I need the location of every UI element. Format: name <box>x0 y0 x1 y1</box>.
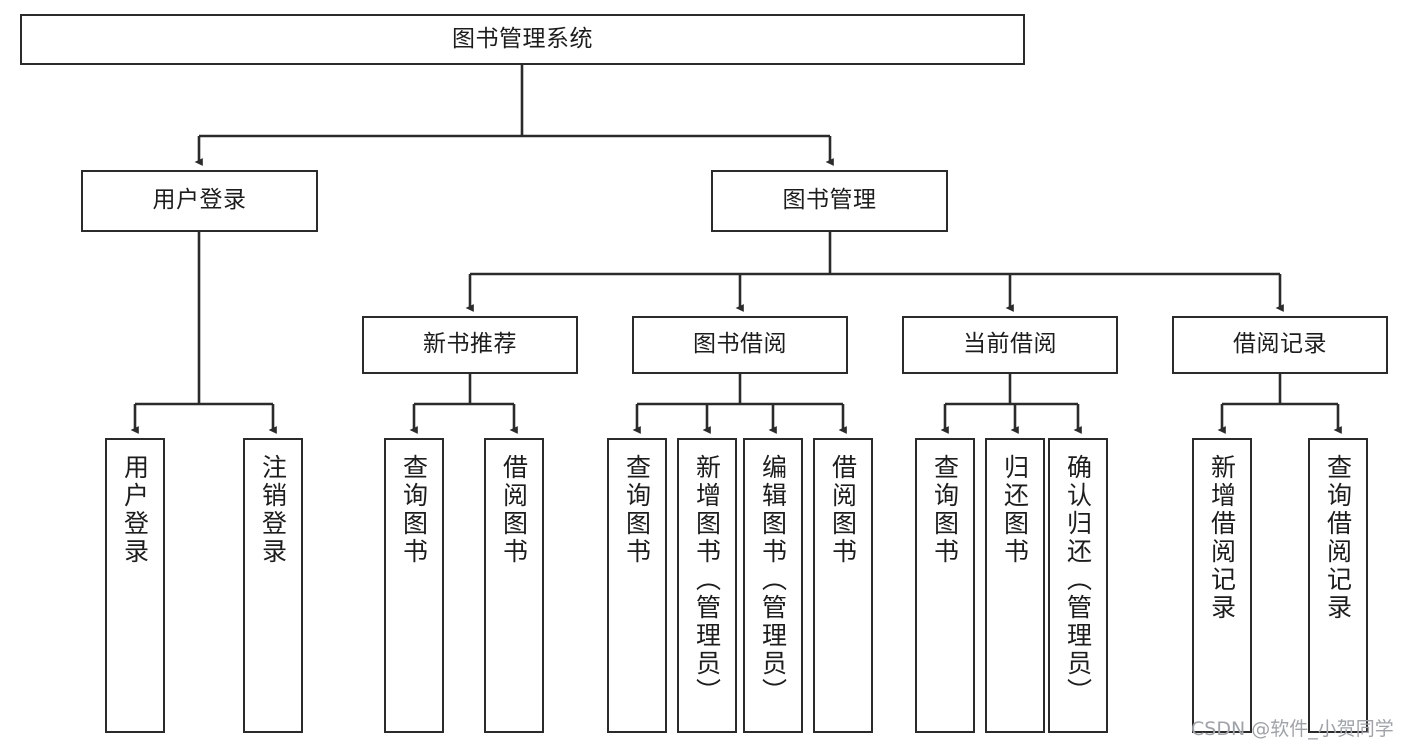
leaf-user-login-signin[interactable]: 用户登录 <box>105 438 165 733</box>
node-label: 查询图书 <box>622 454 652 566</box>
leaf-book-borrow-edit[interactable]: 编辑图书（管理员） <box>743 438 803 733</box>
leaf-current-borrow-return[interactable]: 归还图书 <box>985 438 1045 733</box>
node-label: 新书推荐 <box>423 331 517 358</box>
node-label: 查询借阅记录 <box>1323 454 1353 622</box>
node-label: 图书管理系统 <box>452 25 593 52</box>
leaf-borrow-record-query[interactable]: 查询借阅记录 <box>1308 438 1368 733</box>
node-label: 借阅图书 <box>828 454 858 566</box>
node-label: 查询图书 <box>930 454 960 566</box>
leaf-new-book-borrow[interactable]: 借阅图书 <box>484 438 544 733</box>
leaf-book-borrow-add[interactable]: 新增图书（管理员） <box>677 438 737 733</box>
node-label: 确认归还（管理员） <box>1063 454 1093 706</box>
leaf-current-borrow-query[interactable]: 查询图书 <box>915 438 975 733</box>
node-label: 编辑图书（管理员） <box>758 454 788 706</box>
leaf-new-book-query[interactable]: 查询图书 <box>384 438 444 733</box>
node-current-borrow[interactable]: 当前借阅 <box>902 316 1118 374</box>
node-label: 用户登录 <box>152 187 247 214</box>
csdn-watermark: CSDN @软件_小贺同学 <box>1191 718 1394 740</box>
leaf-user-login-signout[interactable]: 注销登录 <box>243 438 303 733</box>
node-label: 新增图书（管理员） <box>692 454 722 706</box>
node-label: 当前借阅 <box>963 331 1057 358</box>
node-label: 借阅记录 <box>1233 331 1327 358</box>
node-label: 新增借阅记录 <box>1207 454 1237 622</box>
node-label: 图书借阅 <box>693 331 787 358</box>
node-label: 借阅图书 <box>499 454 529 566</box>
node-user-login[interactable]: 用户登录 <box>81 170 318 232</box>
node-label: 图书管理 <box>782 187 877 214</box>
node-root-system[interactable]: 图书管理系统 <box>20 14 1025 65</box>
leaf-book-borrow-lend[interactable]: 借阅图书 <box>813 438 873 733</box>
node-label: 查询图书 <box>399 454 429 566</box>
node-borrow-record[interactable]: 借阅记录 <box>1172 316 1388 374</box>
leaf-current-borrow-confirm-return[interactable]: 确认归还（管理员） <box>1048 438 1108 733</box>
leaf-book-borrow-query[interactable]: 查询图书 <box>607 438 667 733</box>
leaf-borrow-record-add[interactable]: 新增借阅记录 <box>1192 438 1252 733</box>
node-label: 用户登录 <box>120 454 150 566</box>
node-label: 注销登录 <box>258 454 288 566</box>
node-new-book-recommend[interactable]: 新书推荐 <box>362 316 578 374</box>
node-book-management[interactable]: 图书管理 <box>711 170 948 232</box>
node-label: 归还图书 <box>1000 454 1030 566</box>
node-book-borrow[interactable]: 图书借阅 <box>632 316 848 374</box>
